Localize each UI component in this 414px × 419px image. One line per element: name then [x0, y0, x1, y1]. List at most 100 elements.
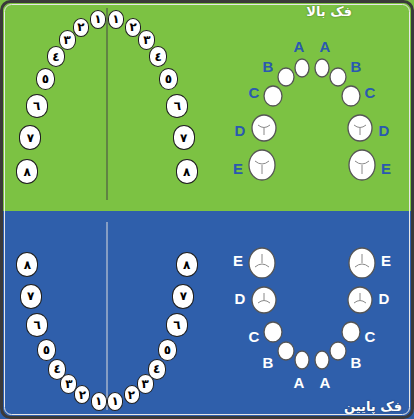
primary-tooth — [348, 115, 372, 141]
fissure — [255, 161, 269, 174]
tooth-number: ٧ — [180, 290, 187, 302]
primary-tooth — [330, 342, 346, 360]
permanent-tooth: ٢ — [74, 385, 90, 404]
permanent-tooth: ٧ — [19, 125, 41, 150]
midline — [107, 222, 108, 410]
tooth-number: ٨ — [183, 259, 190, 271]
primary-tooth — [295, 59, 309, 77]
primary-tooth — [249, 248, 275, 278]
permanent-tooth: ١ — [108, 10, 124, 29]
primary-tooth — [315, 59, 329, 77]
tooth-letter: B — [263, 59, 274, 74]
tooth-number: ٧ — [180, 132, 187, 144]
tooth-number: ١ — [112, 395, 119, 407]
tooth-letter: B — [263, 355, 274, 370]
tooth-number: ٤ — [155, 51, 162, 63]
tooth-number: ٨ — [24, 259, 31, 271]
permanent-tooth: ٤ — [47, 46, 65, 67]
primary-tooth — [252, 287, 276, 313]
permanent-tooth: ٨ — [16, 252, 38, 277]
permanent-tooth: ٥ — [37, 339, 56, 361]
permanent-tooth: ٤ — [149, 46, 167, 67]
primary-tooth — [252, 115, 276, 141]
primary-tooth — [264, 322, 282, 342]
tooth-number: ١ — [112, 13, 119, 25]
tooth-number: ٤ — [52, 51, 59, 63]
tooth-number: ٣ — [63, 34, 70, 46]
permanent-tooth: ٦ — [166, 94, 188, 118]
frame-inner — [5, 5, 410, 415]
tooth-number: ٥ — [42, 73, 49, 85]
tooth-letter: E — [233, 253, 243, 268]
primary-teeth-upper — [249, 59, 375, 180]
tooth-number: ٨ — [24, 166, 31, 178]
tooth-letter: A — [294, 39, 305, 54]
tooth-letter: C — [249, 329, 260, 344]
tooth-letter: B — [351, 355, 362, 370]
tooth-number: ٢ — [128, 389, 135, 401]
fissure — [355, 161, 369, 174]
primary-tooth — [348, 287, 372, 313]
permanent-tooth: ٧ — [172, 284, 194, 309]
tooth-letter: A — [320, 375, 331, 390]
jaw-label: فک بالا — [306, 4, 352, 19]
tooth-number: ٦ — [173, 319, 180, 331]
lower-ground — [0, 211, 414, 419]
fissure — [255, 254, 269, 267]
permanent-tooth: ٤ — [148, 359, 166, 380]
tooth-number: ٨ — [183, 166, 190, 178]
permanent-tooth: ٧ — [173, 125, 195, 150]
permanent-tooth: ٨ — [16, 159, 38, 184]
jaw-band: فک بالا١٢٣٤٥٦٧٨١٢٣٤٥٦٧٨ — [0, 0, 414, 211]
tooth-letter: E — [233, 161, 243, 176]
permanent-tooth: ٥ — [36, 68, 55, 90]
primary-tooth — [349, 248, 375, 278]
permanent-tooth: ٥ — [159, 68, 178, 90]
tooth-number: ٤ — [54, 363, 61, 375]
permanent-tooth: ٤ — [48, 359, 66, 380]
permanent-tooth: ٧ — [20, 284, 42, 309]
tooth-number: ٥ — [43, 344, 50, 356]
primary-tooth — [315, 351, 329, 369]
tooth-number: ٢ — [77, 21, 84, 33]
tooth-number: ١ — [95, 395, 102, 407]
fissure — [354, 293, 366, 303]
primary-tooth — [249, 150, 275, 180]
tooth-letter: A — [294, 375, 305, 390]
permanent-tooth: ٥ — [158, 339, 177, 361]
fissure — [355, 254, 369, 267]
permanent-tooth: ٦ — [166, 313, 188, 337]
tooth-letter: D — [379, 291, 390, 306]
permanent-tooth: ٨ — [176, 252, 198, 277]
fissure — [354, 125, 366, 135]
primary-tooth — [264, 86, 282, 106]
primary-tooth — [330, 68, 346, 86]
tooth-number: ٦ — [33, 319, 40, 331]
tooth-number: ٧ — [27, 132, 34, 144]
permanent-tooth: ١ — [90, 10, 106, 29]
tooth-number: ٣ — [142, 378, 149, 390]
primary-tooth — [342, 86, 360, 106]
tooth-letter: D — [235, 123, 246, 138]
primary-tooth — [349, 150, 375, 180]
fissure — [258, 293, 270, 303]
permanent-tooth: ٨ — [176, 159, 198, 184]
midline — [107, 8, 108, 200]
tooth-number: ٢ — [129, 21, 136, 33]
primary-tooth — [342, 322, 360, 342]
jaw-band: فک پایین١٢٣٤٥٦٧٨١٢٣٤٥٦٧٨ — [0, 211, 414, 419]
tooth-letter: D — [235, 291, 246, 306]
primary-tooth — [295, 351, 309, 369]
tooth-number: ٧ — [27, 290, 34, 302]
tooth-number: ١ — [94, 13, 101, 25]
tooth-number: ٥ — [165, 73, 172, 85]
tooth-letter: D — [379, 123, 390, 138]
primary-teeth-lower — [249, 248, 375, 369]
tooth-number: ٣ — [65, 378, 72, 390]
tooth-number: ٢ — [79, 389, 86, 401]
tooth-number: ٥ — [164, 344, 171, 356]
jaw-label: فک پایین — [344, 399, 402, 414]
tooth-letter: E — [381, 161, 391, 176]
molar-fissures — [255, 125, 369, 303]
